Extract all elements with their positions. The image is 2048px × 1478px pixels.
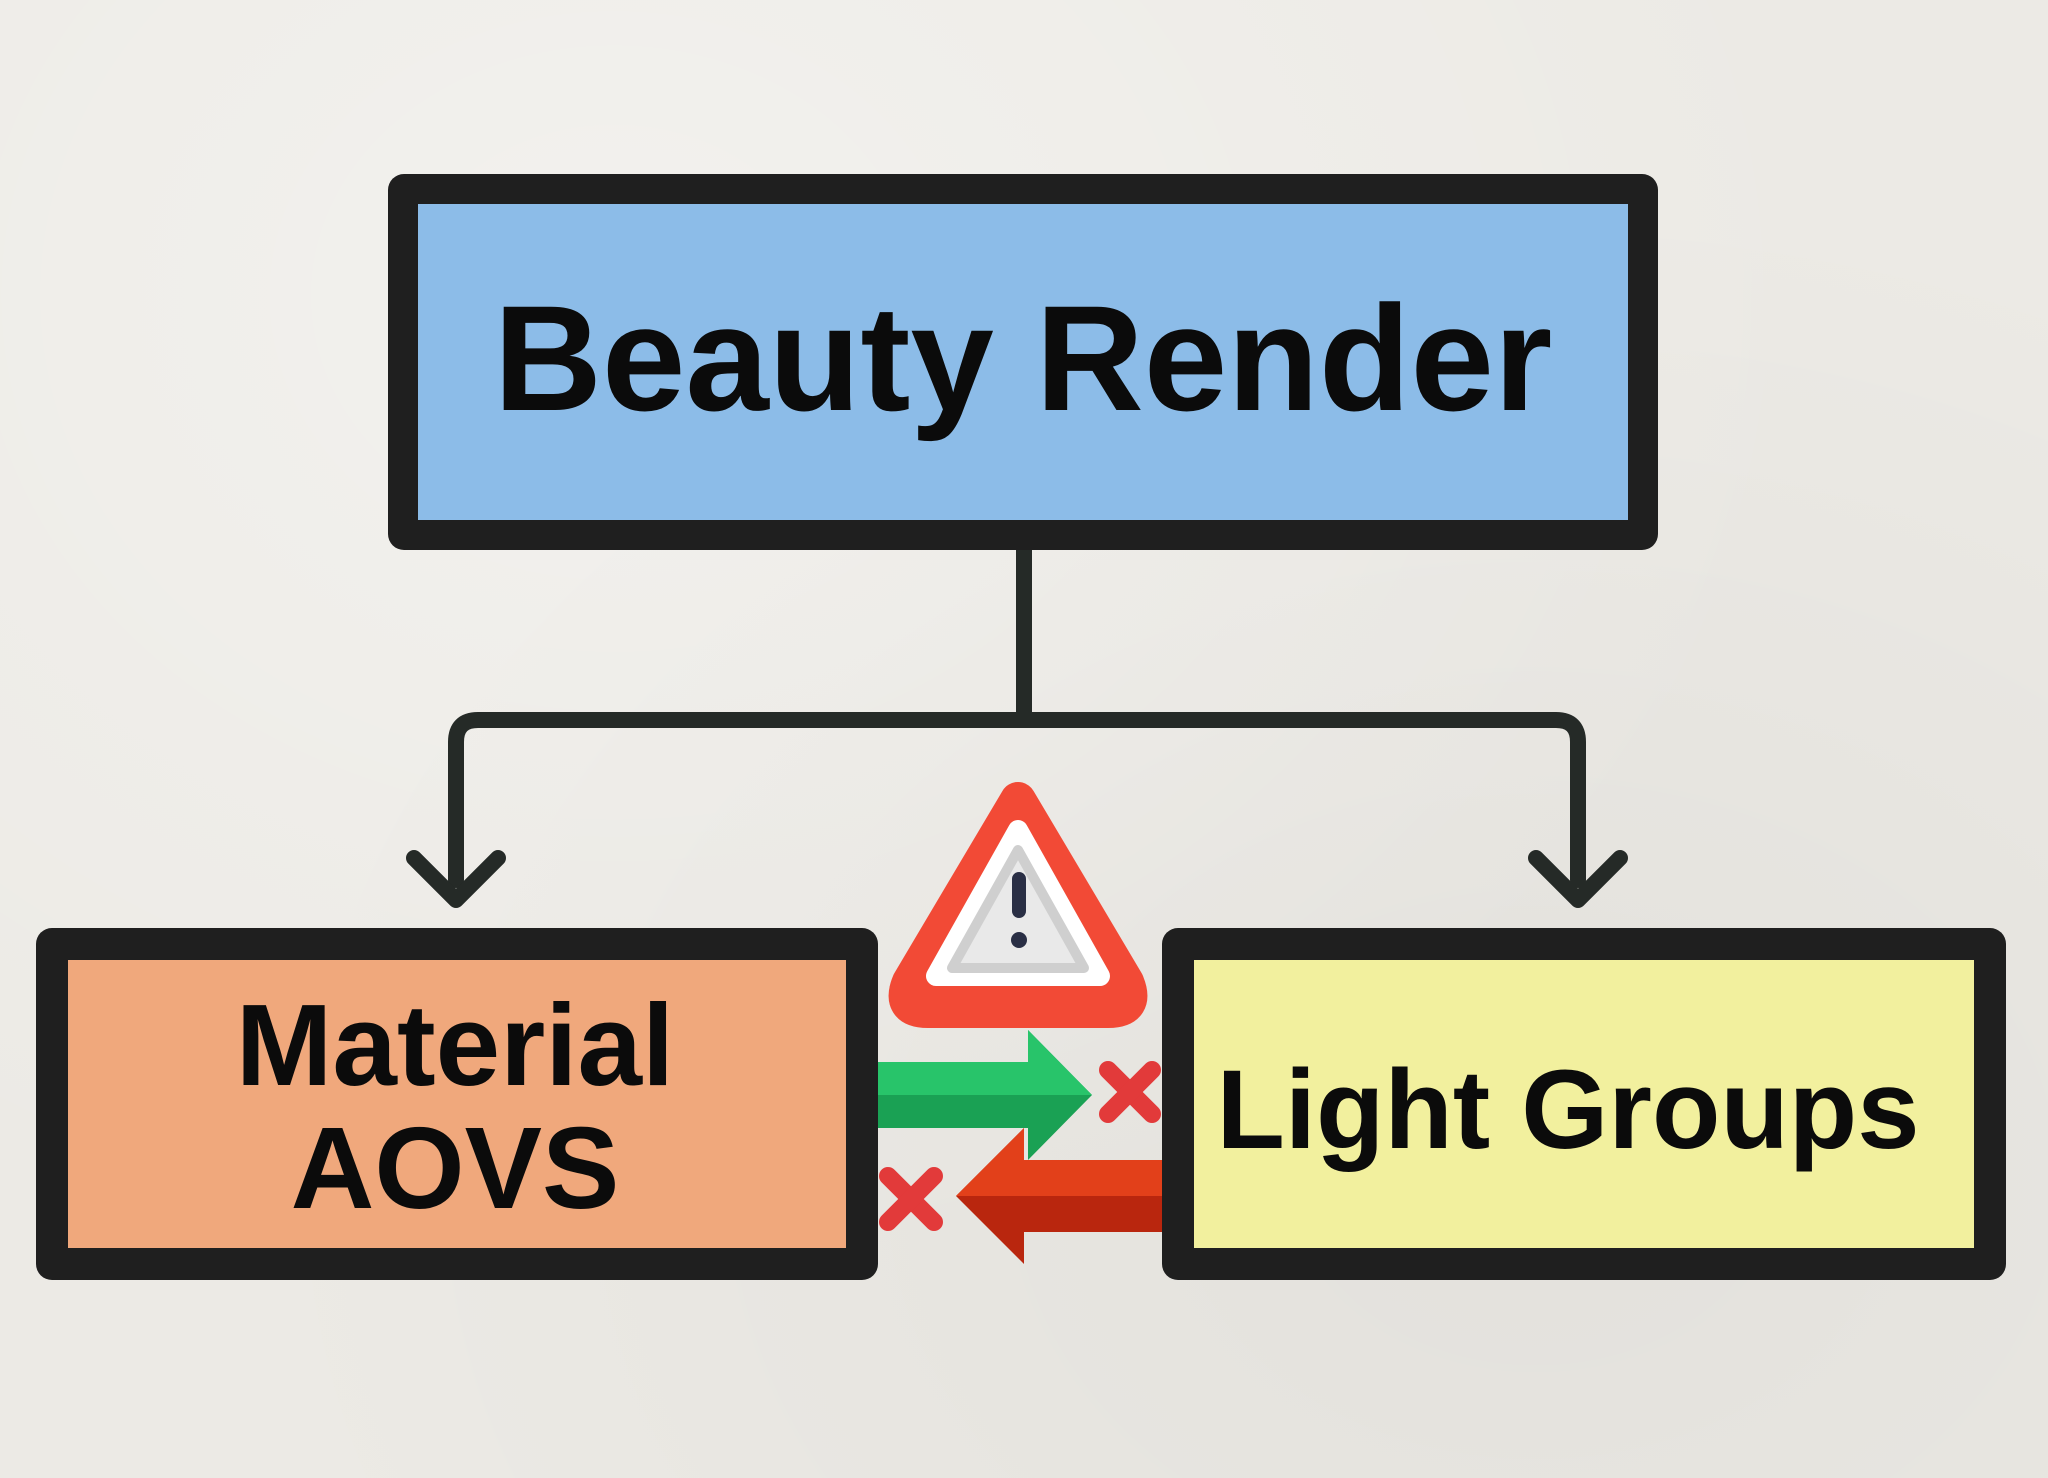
cross-icon (1099, 1061, 1161, 1123)
node-beauty-render-fill (418, 204, 1628, 520)
node-material-aovs: Material AOVS (36, 928, 878, 1280)
connector-branch (448, 712, 1586, 888)
node-beauty-render-label: Beauty Render (494, 274, 1553, 442)
node-beauty-render: Beauty Render (388, 174, 1658, 550)
forward-arrow (878, 1030, 1092, 1160)
node-material-aovs-label-line2: AOVS (291, 1103, 620, 1233)
connector-tree (406, 540, 1628, 908)
cross-icon (879, 1167, 943, 1231)
arrowhead-left (406, 850, 506, 908)
warning-triangle-icon (888, 782, 1148, 1028)
node-light-groups-label: Light Groups (1216, 1047, 1919, 1172)
back-arrow (956, 1128, 1162, 1264)
arrowhead-right (1528, 850, 1628, 908)
node-material-aovs-label-line1: Material (236, 980, 674, 1110)
node-material-aovs-fill (68, 960, 846, 1248)
node-light-groups-fill (1194, 960, 1974, 1248)
node-light-groups: Light Groups (1162, 928, 2006, 1280)
